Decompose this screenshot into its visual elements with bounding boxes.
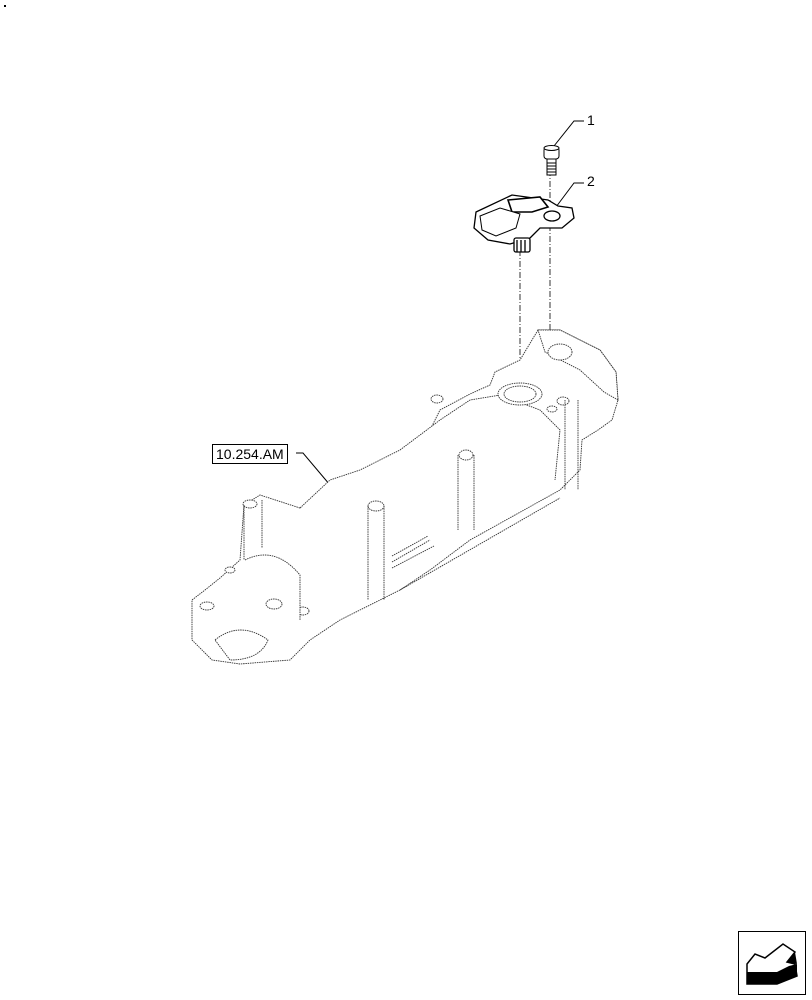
callout-2-leader [555,182,584,208]
corner-mark [4,5,6,7]
previous-page-arrow-icon [746,943,798,985]
intake-manifold [191,329,619,665]
previous-page-button[interactable] [738,931,806,995]
sensor-part [473,194,575,253]
reference-leader [296,452,331,486]
callout-1[interactable]: 1 [587,112,595,128]
screw-part [543,145,560,176]
reference-link-10-254-am[interactable]: 10.254.AM [212,444,288,464]
callout-2[interactable]: 2 [587,173,595,189]
callout-1-leader [553,120,584,147]
